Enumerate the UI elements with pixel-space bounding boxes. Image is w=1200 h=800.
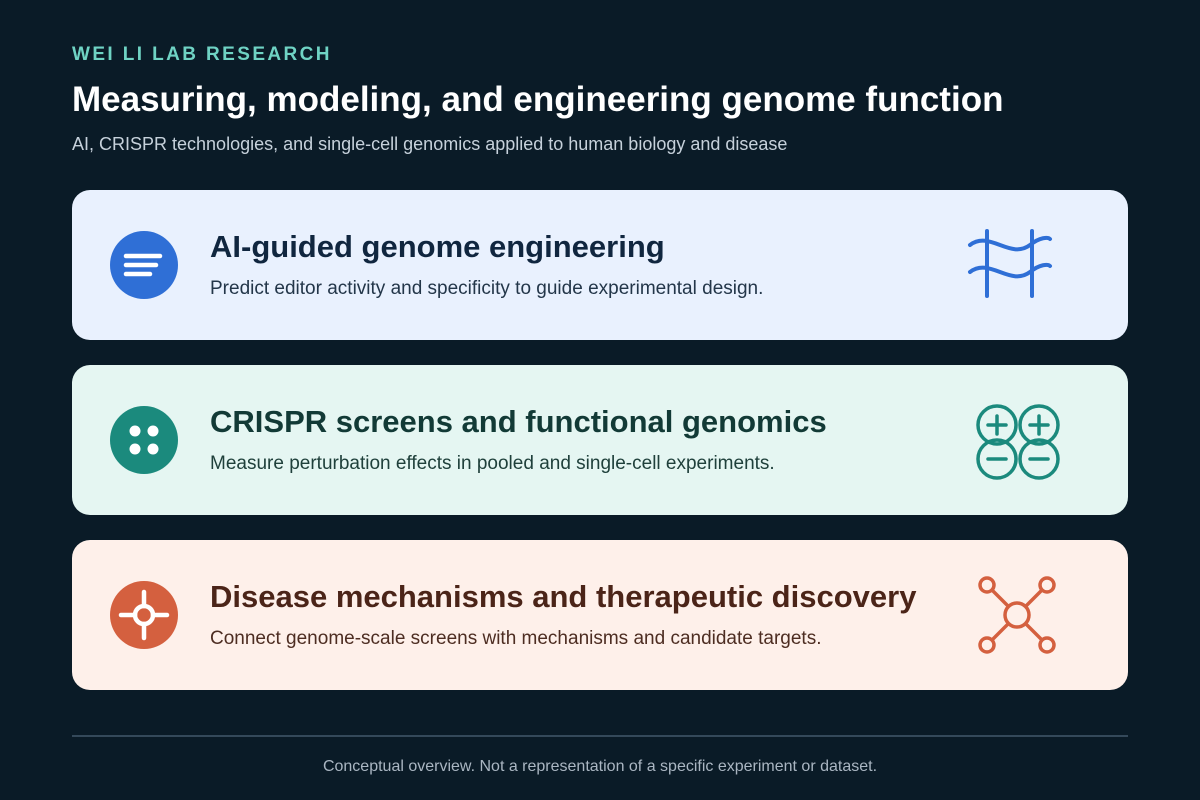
research-card-ai-genome-engineering: AI-guided genome engineering Predict edi… [72, 190, 1128, 340]
four-dots-icon [110, 406, 178, 474]
research-card-disease-mechanisms: Disease mechanisms and therapeutic disco… [72, 540, 1128, 690]
eyebrow-label: WEI LI LAB RESEARCH [72, 44, 332, 65]
page-title: Measuring, modeling, and engineering gen… [72, 80, 1004, 119]
text-lines-icon [110, 231, 178, 299]
network-hub-icon [962, 575, 1072, 655]
card-title: AI-guided genome engineering [210, 229, 665, 264]
card-description: Measure perturbation effects in pooled a… [210, 453, 775, 474]
dna-helix-icon [962, 225, 1072, 305]
card-title: Disease mechanisms and therapeutic disco… [210, 579, 917, 614]
research-card-crispr-screens: CRISPR screens and functional genomics M… [72, 365, 1128, 515]
card-description: Predict editor activity and specificity … [210, 278, 764, 299]
footer-note: Conceptual overview. Not a representatio… [322, 758, 878, 775]
footer-divider [72, 735, 1128, 737]
card-description: Connect genome-scale screens with mechan… [210, 628, 822, 649]
plus-minus-grid-icon [962, 400, 1072, 480]
card-title: CRISPR screens and functional genomics [210, 404, 827, 439]
page-subtitle: AI, CRISPR technologies, and single-cell… [72, 134, 788, 154]
target-crosshair-icon [110, 581, 178, 649]
